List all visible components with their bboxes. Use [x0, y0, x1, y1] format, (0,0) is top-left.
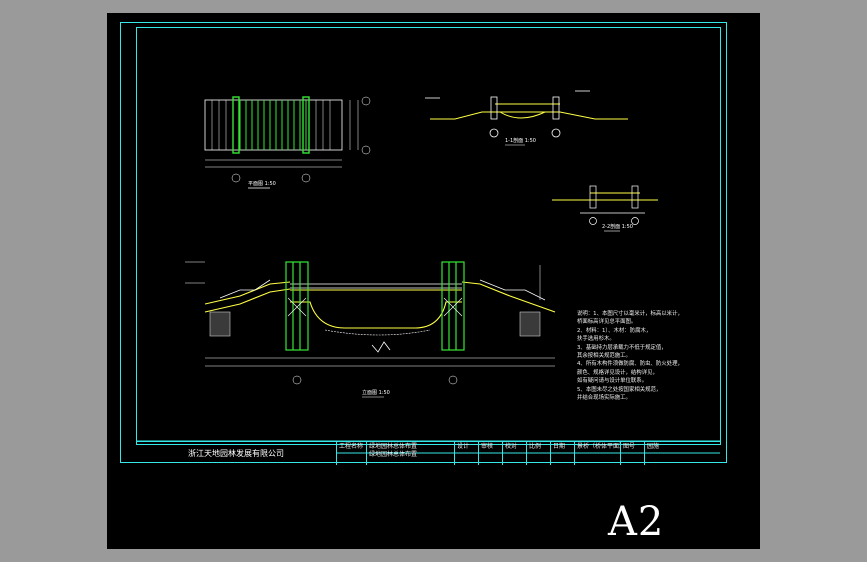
tb-cell-check: 校对	[502, 442, 526, 465]
note-line: 2、材料：1）、木材：防腐木，	[577, 327, 652, 334]
tb-cell-review: 审核	[478, 442, 502, 465]
section-a-view	[425, 90, 628, 146]
plan-deck-boards	[239, 100, 307, 150]
tb-cell-date: 日期	[550, 442, 574, 465]
elevation-foundations	[209, 311, 541, 337]
tb-cell-project-label: 工程名称	[336, 442, 366, 465]
note-line: 说明：1、本图尺寸以毫米计，标高以米计，	[577, 311, 683, 317]
tb-cell-sheet: 图号	[620, 442, 644, 465]
outer-frame	[120, 22, 727, 463]
note-line: 颜色、规格详见设计，结构详见，	[577, 369, 658, 376]
section-b-view	[552, 185, 658, 232]
note-line: 其余按相关规范施工。	[577, 353, 631, 360]
tb-drawing-name: 景桥（桥体平面）	[574, 442, 620, 465]
plan-posts	[232, 96, 310, 154]
note-line: 扶手选用杉木。	[577, 336, 615, 343]
elevation-view	[185, 261, 556, 398]
section-a-deck	[430, 103, 628, 120]
note-line: 如有疑问请与设计单位联系。	[577, 378, 648, 385]
title-block: 浙江天地园林发展有限公司 工程名称 绿地园林总体布置 绿地园林总体布置 设计 审…	[136, 441, 721, 465]
section-b-caption: 2-2剖面 1:50	[602, 224, 633, 230]
tb-project-top: 绿地园林总体布置	[369, 443, 418, 450]
elevation-posts	[285, 261, 465, 351]
note-line: 并结合现场实际施工。	[577, 395, 631, 402]
inner-frame	[136, 27, 721, 445]
elevation-dimensions	[185, 261, 555, 385]
plan-outline	[204, 99, 343, 151]
note-line: 桥面标高详见总平面图。	[577, 319, 637, 326]
note-line: 4、所有木构件须做防腐、防虫、防火处理，	[577, 361, 683, 368]
elevation-bracing	[287, 297, 463, 317]
sheet-size-label: A2	[608, 499, 665, 545]
drawing-sheet	[107, 13, 760, 549]
tb-sheet-no: 园施	[644, 442, 721, 465]
design-notes: 说明：1、本图尺寸以毫米计，标高以米计， 桥面标高详见总平面图。 2、材料：1）…	[577, 310, 697, 402]
elevation-railing	[219, 279, 546, 301]
tb-cell-scale: 比例	[526, 442, 550, 465]
section-a-posts	[425, 90, 590, 138]
note-line: 5、本图未尽之处按国家相关规范，	[577, 386, 662, 393]
elevation-caption: 立面图 1:50	[362, 390, 390, 396]
plan-view	[204, 96, 371, 189]
section-a-caption: 1-1剖面 1:50	[505, 138, 536, 144]
tb-project-name: 绿地园林总体布置 绿地园林总体布置	[366, 442, 454, 465]
tb-cell-design: 设计	[454, 442, 478, 465]
plan-dimensions	[205, 96, 371, 183]
plan-view-caption: 平面图 1:50	[248, 181, 276, 187]
tb-project-bottom: 绿地园林总体布置	[369, 451, 418, 458]
company-name: 浙江天地园林发展有限公司	[188, 449, 284, 458]
note-line: 3、基础持力层承载力不低于规定值，	[577, 344, 667, 351]
plan-side-boards	[211, 100, 331, 150]
